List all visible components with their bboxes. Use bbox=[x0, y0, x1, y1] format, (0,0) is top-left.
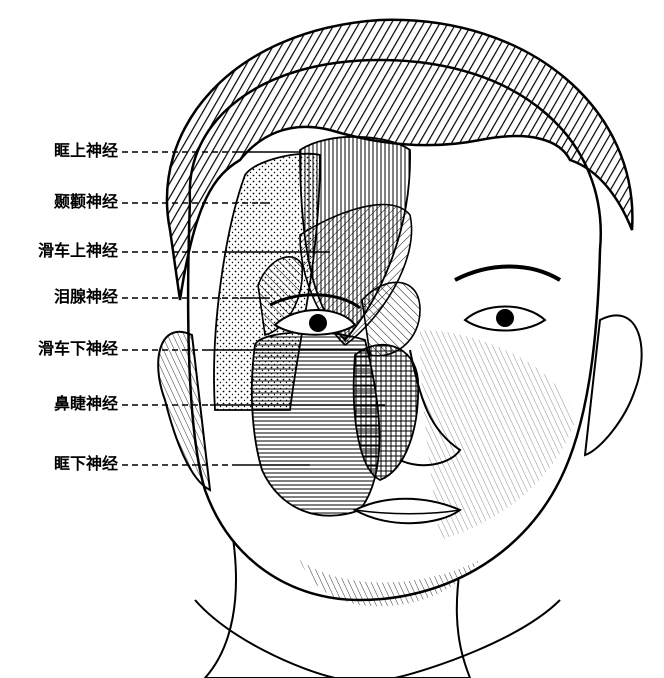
label-infratrochlear-nerve: 滑车下神经 bbox=[6, 339, 118, 359]
label-infraorbital-nerve: 眶下神经 bbox=[6, 454, 118, 474]
label-supraorbital-nerve: 眶上神经 bbox=[6, 141, 118, 161]
label-lacrimal-nerve: 泪腺神经 bbox=[6, 287, 118, 307]
label-zygomaticotemporal-nerve: 颞颧神经 bbox=[6, 192, 118, 212]
label-nasociliary-nerve: 鼻睫神经 bbox=[6, 394, 118, 414]
label-supratrochlear-nerve: 滑车上神经 bbox=[6, 241, 118, 261]
